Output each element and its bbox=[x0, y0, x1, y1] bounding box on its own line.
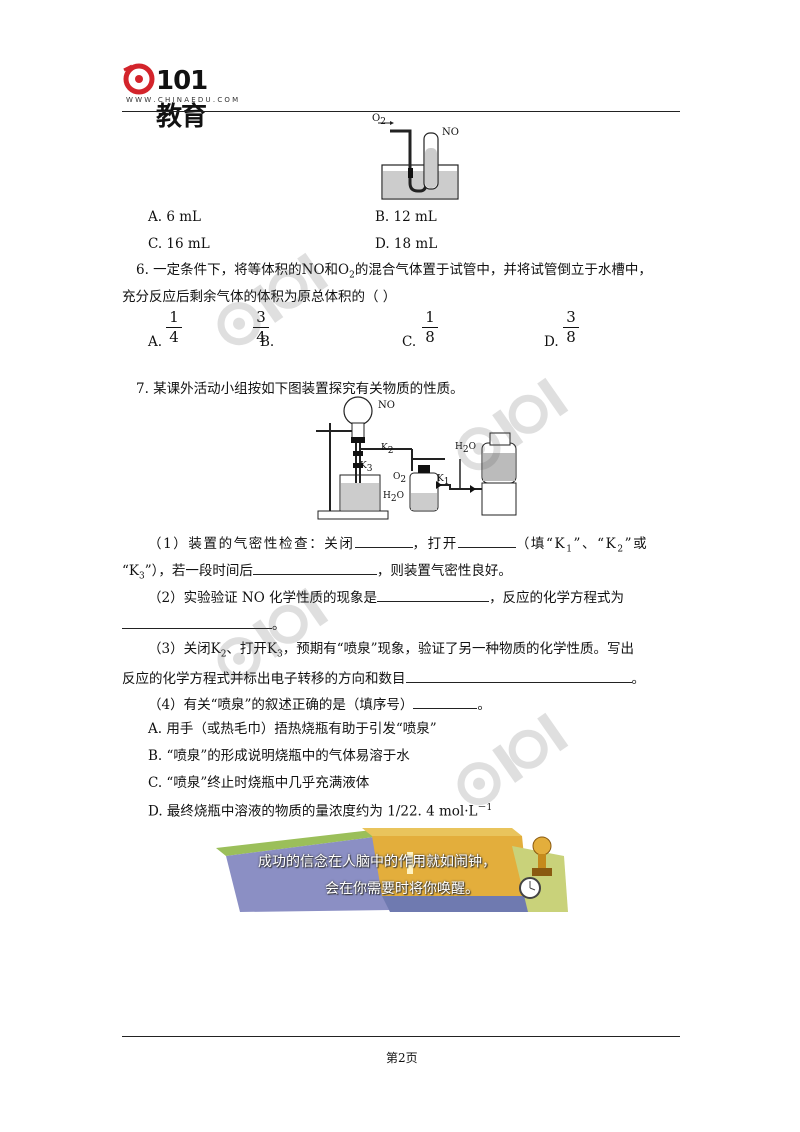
fig1-o2-label: O2 bbox=[372, 113, 386, 127]
q7-part1-line1: （1）装置的气密性检查：关闭，打开（填“K1”、“K2”或 bbox=[148, 536, 649, 555]
fig2-h2o-label-2: H2O bbox=[455, 442, 476, 455]
q7-part4: （4）有关“喷泉”的叙述正确的是（填序号）。 bbox=[148, 697, 491, 713]
footer-rule bbox=[122, 1036, 680, 1037]
watermark-logo-icon bbox=[457, 712, 569, 806]
q7-part2-line1: （2）实验验证 NO 化学性质的现象是，反应的化学方程式为 bbox=[148, 590, 625, 606]
logo-text: 101教育 bbox=[156, 66, 208, 132]
watermark-logo-icon bbox=[217, 587, 329, 681]
q7-option-a: A. 用手（或热毛巾）捂热烧瓶有助于引发“喷泉” bbox=[148, 721, 437, 737]
q5-option-c: C. 16 mL bbox=[148, 236, 210, 252]
q7-option-c: C. “喷泉”终止时烧瓶中几乎充满液体 bbox=[148, 775, 370, 791]
page-number: 第2页 bbox=[386, 1051, 418, 1065]
motivational-banner-art bbox=[216, 828, 568, 912]
banner-line1: 成功的信念在人脑中的作用就如闹钟， bbox=[258, 854, 496, 870]
q5-option-a: A. 6 mL bbox=[148, 209, 201, 225]
q7-part3-line2: 反应的化学方程式并标出电子转移的方向和数目。 bbox=[122, 671, 645, 687]
fig2-h2o-label-1: H2O bbox=[383, 491, 404, 504]
q7-option-d: D. 最终烧瓶中溶液的物质的量浓度约为 1/22. 4 mol·L－1 bbox=[148, 803, 493, 820]
q6-option-d-letter: D. bbox=[544, 334, 559, 350]
logo: 101教育 W W W . C H I N A E D U . C O M bbox=[122, 62, 238, 132]
watermark-logo-icon bbox=[457, 377, 569, 471]
banner-line2: 会在你需要时将你唤醒。 bbox=[325, 881, 479, 897]
q7-option-b: B. “喷泉”的形成说明烧瓶中的气体易溶于水 bbox=[148, 748, 410, 764]
q6-line1: 6. 一定条件下，将等体积的NO和O2的混合气体置于试管中，并将试管倒立于水槽中… bbox=[136, 262, 652, 281]
fig2-k2-label: K2 bbox=[381, 443, 394, 456]
fig2-k3-label: K3 bbox=[360, 461, 373, 474]
fig2-k1-label: K1 bbox=[437, 474, 450, 487]
fig2-o2-label: O2 bbox=[393, 472, 407, 485]
q6-line2: 充分反应后剩余气体的体积为原总体积的（ ） bbox=[122, 289, 397, 305]
watermark-logo-icon bbox=[217, 252, 329, 346]
logo-url: W W W . C H I N A E D U . C O M bbox=[126, 96, 239, 104]
q6-option-c-letter: C. bbox=[402, 334, 417, 350]
q7-part2-line2: 。 bbox=[122, 616, 286, 633]
q7-part1-line2: “K3”），若一段时间后，则装置气密性良好。 bbox=[122, 563, 512, 582]
q6-option-b-letter: B. bbox=[260, 334, 275, 350]
logo-mark-icon bbox=[123, 63, 155, 95]
q5-option-d: D. 18 mL bbox=[375, 236, 438, 252]
q7-intro: 7. 某课外活动小组按如下图装置探究有关物质的性质。 bbox=[136, 381, 464, 397]
fig2-no-label: NO bbox=[378, 400, 395, 411]
q7-part3-line1: （3）关闭K2、打开K3，预期有“喷泉”现象，验证了另一种物质的化学性质。写出 bbox=[148, 641, 635, 660]
q6-option-a-letter: A. bbox=[148, 334, 163, 350]
header-rule bbox=[122, 111, 680, 112]
q5-option-b: B. 12 mL bbox=[375, 209, 437, 225]
fountain-apparatus-figure bbox=[316, 396, 517, 520]
fig1-no-label: NO bbox=[442, 127, 459, 138]
gas-tube-figure bbox=[378, 121, 459, 200]
